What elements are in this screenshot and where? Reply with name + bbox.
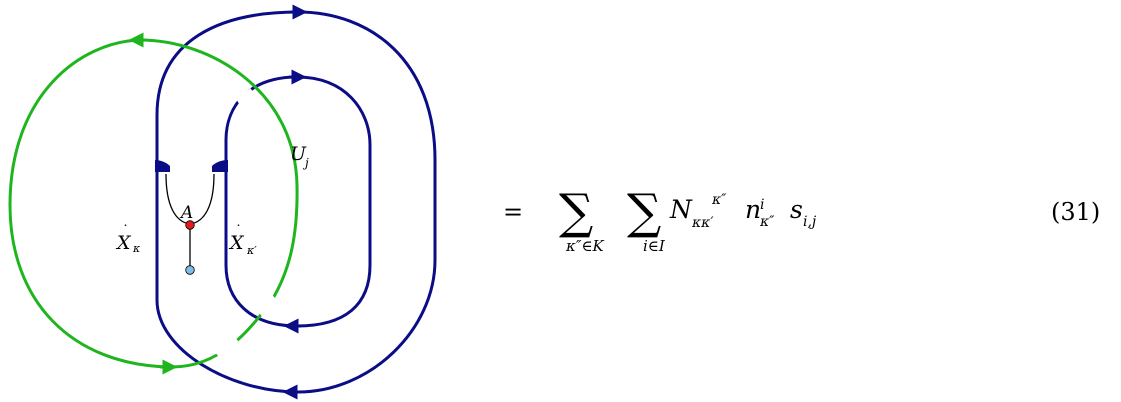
n-capital-sup: κ″ [711,192,727,208]
sum-two-symbol: ∑ [627,184,661,240]
sum-one-subscript: κ″∈K [565,237,605,255]
equals-sign: = [503,198,523,226]
s-small-sub: i,j [803,214,817,230]
n-capital: N [669,195,693,224]
left-strand-dot: ˙ [122,223,129,239]
vertex-label: A [179,203,193,223]
equation-number: (31) [1051,198,1100,226]
green-loop [8,32,299,375]
n-small: n [745,195,761,224]
vertex-red-dot [185,220,195,230]
n-small-sub: κ″ [759,214,775,230]
crossing-gaps [175,52,279,360]
sum-two-subscript: i∈I [643,237,666,255]
loop-label-sub: j [302,156,309,170]
right-strand-sub: κ′ [246,244,257,257]
left-strand-label: X [115,232,132,254]
n-capital-sub: κκ′ [691,215,714,231]
strand-caps [155,160,228,172]
right-strand-label: X [228,232,245,254]
right-strand-dot: ˙ [235,223,242,239]
loop-label-u: U [290,143,307,165]
endpoint-blue-dot [185,265,195,275]
n-small-sup: i [760,197,764,213]
sum-one-symbol: ∑ [559,184,593,240]
outer-blue-loop [155,4,437,400]
s-small: s [790,195,803,224]
left-strand-sub: κ [132,242,141,255]
